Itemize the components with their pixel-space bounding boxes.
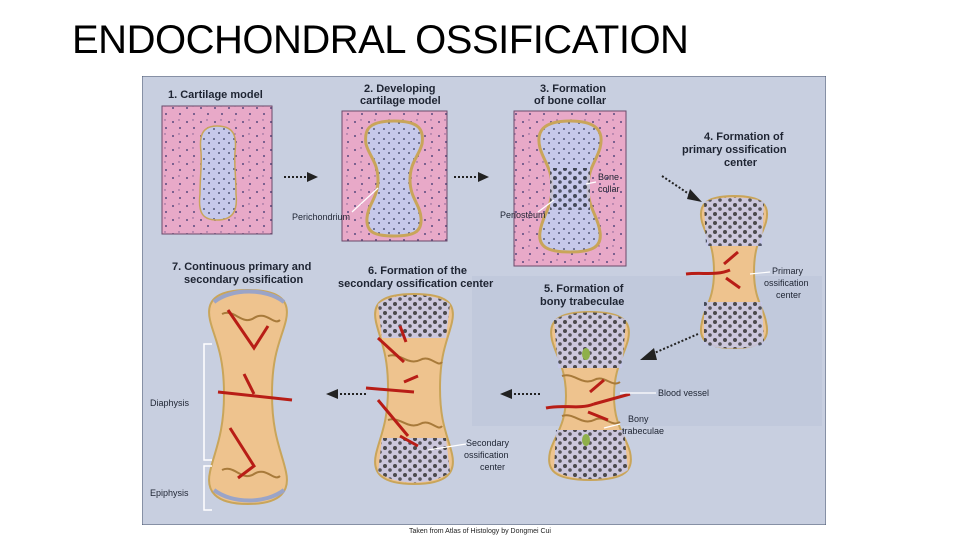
stage3-title-line1: 3. Formation — [540, 83, 606, 95]
stage7-title-line1: 7. Continuous primary and — [172, 261, 311, 273]
stage6-title-line1: 6. Formation of the — [368, 265, 467, 277]
bone-collar-label-1: Bone — [598, 172, 619, 182]
bony-trabeculae-label-1: Bony — [628, 414, 649, 424]
bone-collar — [550, 168, 590, 210]
epiphysis-label: Epiphysis — [150, 488, 189, 498]
primary-center-label-3: center — [776, 290, 801, 300]
arrow-4-5 — [651, 333, 699, 355]
stage4-title-line2: primary ossification — [682, 144, 787, 156]
blood-vessel-label: Blood vessel — [658, 388, 709, 398]
primary-center-label-2: ossification — [764, 278, 809, 288]
stage4-vessel — [685, 250, 741, 290]
stage2-title-line1: 2. Developing — [364, 83, 436, 95]
secondary-center-label-3: center — [480, 462, 505, 472]
stage5-title-line1: 5. Formation of — [544, 283, 624, 295]
slide-title: ENDOCHONDRAL OSSIFICATION — [72, 18, 689, 62]
secondary-center-label-1: Secondary — [466, 438, 510, 448]
stage5-vessel — [545, 378, 631, 422]
stage3-title-line2: of bone collar — [534, 95, 607, 107]
secondary-center-label-2: ossification — [464, 450, 509, 460]
ossification-figure: 1. Cartilage model 2. Developing cartila… — [142, 76, 826, 525]
stage6-vessels — [365, 325, 419, 448]
stage6-bone-model — [374, 292, 454, 486]
perichondrium-label: Perichondrium — [292, 212, 350, 222]
stage2-title-line2: cartilage model — [360, 95, 441, 107]
diaphysis-label: Diaphysis — [150, 398, 190, 408]
stage6-title-line2: secondary ossification center — [338, 278, 494, 290]
stage7-vessels — [217, 309, 293, 480]
stage7-title-line2: secondary ossification — [184, 274, 303, 286]
stage4-title-line3: center — [724, 157, 758, 169]
bone-collar-label-2: collar — [598, 184, 620, 194]
bony-trabeculae-label-2: trabeculae — [622, 426, 664, 436]
periosteum-label: Periosteum — [500, 210, 546, 220]
stage1-cartilage-model — [198, 125, 238, 221]
stage5-title-line2: bony trabeculae — [540, 296, 624, 308]
primary-center-label-1: Primary — [772, 266, 803, 276]
figure-caption: Taken from Atlas of Histology by Dongmei… — [408, 528, 551, 535]
diaphysis-bracket — [203, 343, 212, 461]
stage7-bone-model — [208, 288, 288, 506]
stage1-title: 1. Cartilage model — [168, 89, 263, 101]
stage2-cartilage-model — [364, 119, 424, 238]
epiphysis-bracket — [203, 465, 212, 511]
stage4-title-line1: 4. Formation of — [704, 131, 784, 143]
